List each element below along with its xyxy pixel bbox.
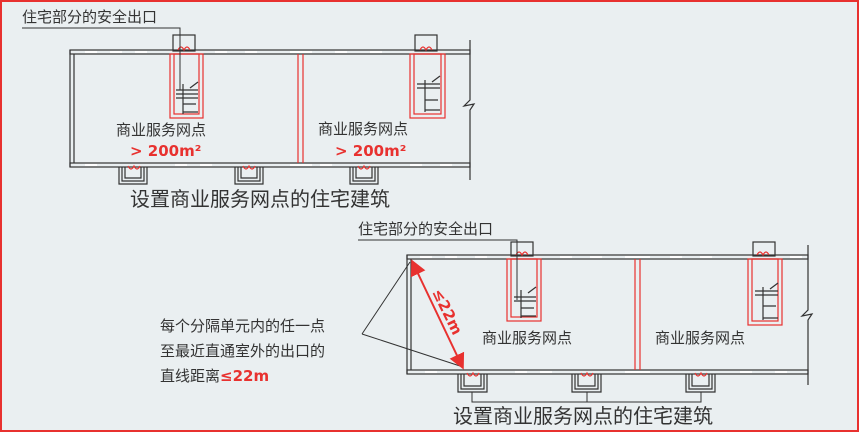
distance-label: ≤22m (428, 286, 466, 338)
top-caption: 设置商业服务网点的住宅建筑 (130, 187, 390, 211)
break-line (462, 40, 476, 180)
note-line-3: 直线距离≤22m (160, 367, 269, 385)
top-unit-1-area: > 200m² (130, 142, 201, 160)
exit (685, 371, 716, 393)
note-value: ≤22m (220, 367, 269, 385)
top-unit-2-name: 商业服务网点 (318, 120, 408, 138)
top-plan (22, 27, 476, 185)
exit (349, 164, 379, 185)
exit (234, 164, 264, 185)
break-line (800, 245, 814, 385)
exit (457, 371, 488, 393)
top-unit-1-name: 商业服务网点 (116, 121, 206, 139)
exit (571, 371, 602, 393)
bottom-unit-1-name: 商业服务网点 (482, 329, 572, 347)
note-line-2: 至最近直通室外的出口的 (160, 342, 325, 360)
top-unit-2-area: > 200m² (335, 142, 406, 160)
bottom-exit-label: 住宅部分的安全出口 (358, 220, 493, 238)
note-line-1: 每个分隔单元内的任一点 (160, 317, 325, 335)
exit (118, 164, 148, 185)
top-exit-label: 住宅部分的安全出口 (22, 8, 157, 26)
bottom-caption: 设置商业服务网点的住宅建筑 (453, 404, 713, 428)
distance-arrow (410, 259, 465, 370)
bottom-plan (358, 239, 814, 403)
bottom-unit-2-name: 商业服务网点 (655, 329, 745, 347)
